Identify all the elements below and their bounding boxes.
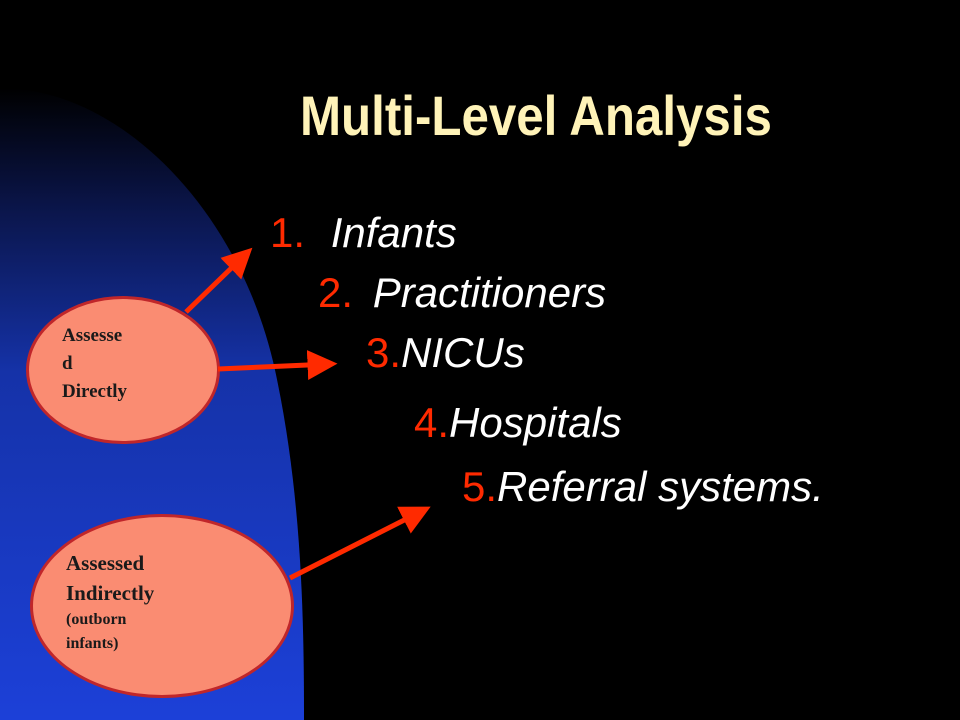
arrow-to-infants (184, 247, 253, 314)
level-number: 4. (414, 399, 450, 446)
page-title: Multi-Level Analysis (300, 84, 772, 147)
assessed-indirectly-label: Assessed Indirectly (outborn infants) (66, 548, 154, 656)
assessed-indirectly-line: infants) (66, 635, 119, 652)
level-label: Referral systems. (497, 463, 824, 510)
level-number: 1. (270, 209, 306, 256)
assessed-indirectly-ellipse (30, 514, 294, 698)
arrow-to-referral-systems (288, 506, 431, 581)
level-number: 2. (318, 269, 354, 316)
assessed-directly-line: d (62, 353, 73, 374)
level-label: Practitioners (372, 269, 607, 316)
level-number: 5. (462, 463, 498, 510)
assessed-directly-label: Assesse d Directly (62, 322, 127, 406)
level-item-nicus: 3.NICUs (366, 328, 525, 378)
assessed-directly-line: Assesse (62, 325, 123, 346)
arrow-to-nicus (217, 350, 338, 380)
level-label: Infants (330, 209, 457, 256)
level-item-infants: 1. Infants (270, 208, 457, 258)
assessed-indirectly-line: Assessed (66, 551, 145, 575)
level-item-hospitals: 4.Hospitals (414, 398, 622, 448)
level-item-practitioners: 2. Practitioners (318, 268, 606, 318)
assessed-indirectly-line: Indirectly (66, 581, 155, 605)
assessed-indirectly-line: (outborn (66, 611, 127, 628)
level-item-referral-systems: 5.Referral systems. (462, 462, 824, 512)
level-label: Hospitals (449, 399, 622, 446)
assessed-directly-line: Directly (62, 381, 128, 402)
level-label: NICUs (401, 329, 525, 376)
level-number: 3. (366, 329, 402, 376)
